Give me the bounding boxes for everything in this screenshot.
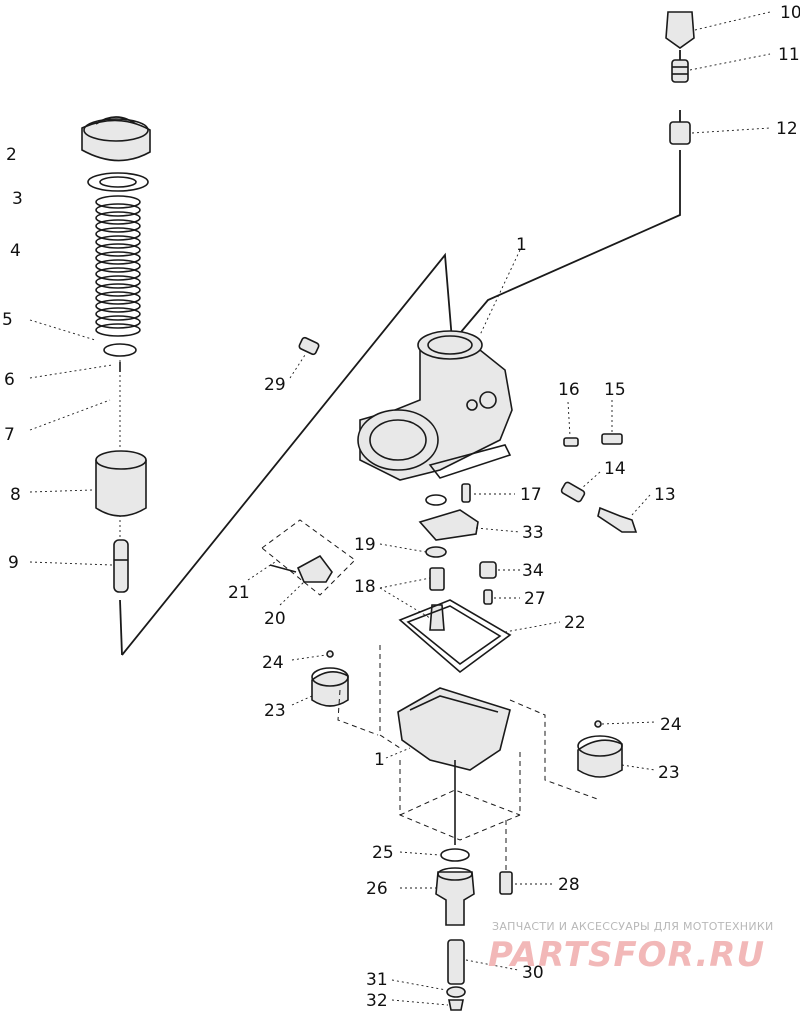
assembly-lines xyxy=(119,50,681,656)
label-1-top: 1 xyxy=(516,235,527,255)
label-24-left: 24 xyxy=(262,653,284,673)
label-10: 10 xyxy=(780,3,800,23)
watermark-caption: ЗАПЧАСТИ И АКСЕССУАРЫ ДЛЯ МОТОТЕХНИКИ xyxy=(492,920,774,933)
label-29: 29 xyxy=(264,375,286,395)
piston-part xyxy=(95,460,147,517)
label-6: 6 xyxy=(4,370,15,390)
float-parts xyxy=(261,494,623,841)
label-27: 27 xyxy=(524,589,546,609)
watermark-brand: PARTSFOR.RU xyxy=(488,935,765,975)
bottom-parts xyxy=(435,760,513,1011)
label-24-right: 24 xyxy=(660,715,682,735)
spring-part xyxy=(95,195,141,337)
washer-part xyxy=(87,172,149,192)
label-17: 17 xyxy=(520,485,542,505)
carburetor-body xyxy=(357,330,513,481)
label-20: 20 xyxy=(264,609,286,629)
label-23-left: 23 xyxy=(264,701,286,721)
label-22: 22 xyxy=(564,613,586,633)
label-34: 34 xyxy=(522,561,544,581)
part-number-labels: 10 11 12 2 3 4 5 6 7 8 9 1 29 16 15 14 1… xyxy=(2,3,800,1011)
label-26: 26 xyxy=(366,879,388,899)
watermark: ЗАПЧАСТИ И АКСЕССУАРЫ ДЛЯ МОТОТЕХНИКИ PA… xyxy=(488,920,774,975)
label-8: 8 xyxy=(10,485,21,505)
label-11: 11 xyxy=(778,45,800,65)
label-18: 18 xyxy=(354,577,376,597)
leader-lines xyxy=(29,11,771,1006)
label-4: 4 xyxy=(10,241,21,261)
label-9: 9 xyxy=(8,553,19,573)
label-21: 21 xyxy=(228,583,250,603)
needle-part xyxy=(113,539,129,593)
label-31: 31 xyxy=(366,970,388,990)
label-13: 13 xyxy=(654,485,676,505)
label-15: 15 xyxy=(604,380,626,400)
label-23-right: 23 xyxy=(658,763,680,783)
top-screw-parts xyxy=(665,11,695,145)
label-12: 12 xyxy=(776,119,798,139)
label-1-bowl: 1 xyxy=(374,750,385,770)
label-19: 19 xyxy=(354,535,376,555)
label-14: 14 xyxy=(604,459,626,479)
label-33: 33 xyxy=(522,523,544,543)
small-parts xyxy=(298,336,638,533)
label-28: 28 xyxy=(558,875,580,895)
label-5: 5 xyxy=(2,310,13,330)
label-25: 25 xyxy=(372,843,394,863)
label-30: 30 xyxy=(522,963,544,983)
label-2: 2 xyxy=(6,145,17,165)
label-7: 7 xyxy=(4,425,15,445)
label-16: 16 xyxy=(558,380,580,400)
plunger-assembly xyxy=(81,116,151,593)
label-32: 32 xyxy=(366,991,388,1011)
label-3: 3 xyxy=(12,189,23,209)
